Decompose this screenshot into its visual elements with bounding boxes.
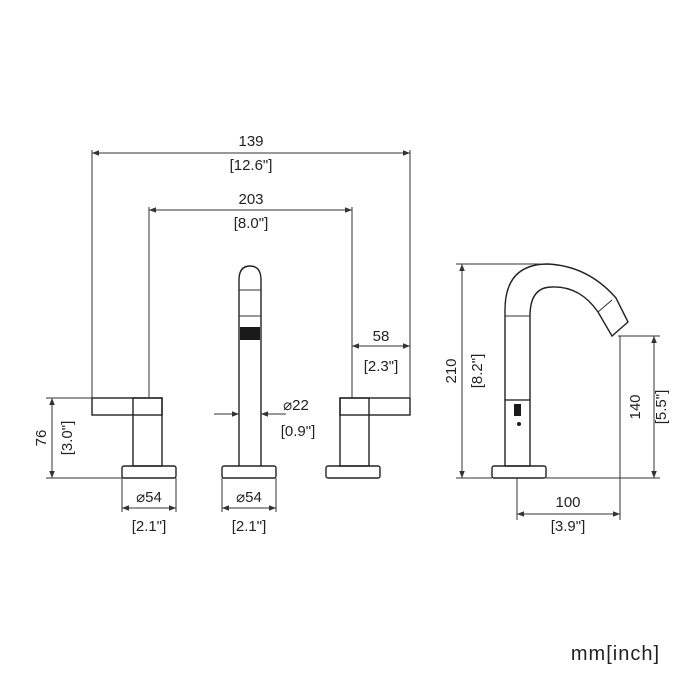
handle-height-mm: 76: [33, 430, 50, 447]
dim-handle-height: 76 [3.0"]: [33, 397, 122, 479]
outlet-height-mm: 140: [627, 394, 644, 419]
units-label: mm[inch]: [571, 643, 660, 665]
center-spout: [221, 265, 277, 479]
dim-outlet-height: 140 [5.5"]: [546, 335, 670, 479]
dim-overall-width: 139 [12.6"]: [91, 133, 411, 398]
dim-spout-height: 210 [8.2"]: [443, 263, 540, 479]
right-handle: [325, 397, 411, 479]
dim-spout-diameter: ⌀22 [0.9"]: [214, 397, 315, 440]
overall-width-in: [12.6"]: [230, 157, 273, 174]
spout-diameter-in: [0.9"]: [281, 423, 316, 440]
overall-width-mm: 139: [238, 133, 263, 150]
center-spacing-mm: 203: [238, 191, 263, 208]
center-spacing-in: [8.0"]: [234, 215, 269, 232]
spout-height-mm: 210: [443, 358, 460, 383]
handle-base-mm: ⌀54: [136, 489, 162, 506]
indicator-icon: [517, 422, 521, 426]
aerator-icon: [240, 327, 260, 340]
outlet-height-in: [5.5"]: [653, 390, 670, 425]
handle-base-in: [2.1"]: [132, 518, 167, 535]
dim-handle-base: ⌀54 [2.1"]: [121, 478, 177, 535]
spout-base-mm: ⌀54: [236, 489, 262, 506]
lever-length-in: [2.3"]: [364, 358, 399, 375]
spout-diameter-mm: ⌀22: [283, 397, 309, 414]
left-handle: [91, 397, 177, 479]
reach-in: [3.9"]: [551, 518, 586, 535]
lever-length-mm: 58: [373, 328, 390, 345]
dim-lever-length: 58 [2.3"]: [352, 328, 410, 375]
handle-height-in: [3.0"]: [59, 421, 76, 456]
spout-height-in: [8.2"]: [469, 354, 486, 389]
spout-base-in: [2.1"]: [232, 518, 267, 535]
reach-mm: 100: [555, 494, 580, 511]
dim-center-spacing: 203 [8.0"]: [148, 191, 353, 398]
dim-spout-base: ⌀54 [2.1"]: [221, 478, 277, 535]
dim-reach: 100 [3.9"]: [516, 336, 621, 535]
sensor-window-icon: [514, 404, 521, 416]
side-view-spout: [491, 263, 629, 479]
